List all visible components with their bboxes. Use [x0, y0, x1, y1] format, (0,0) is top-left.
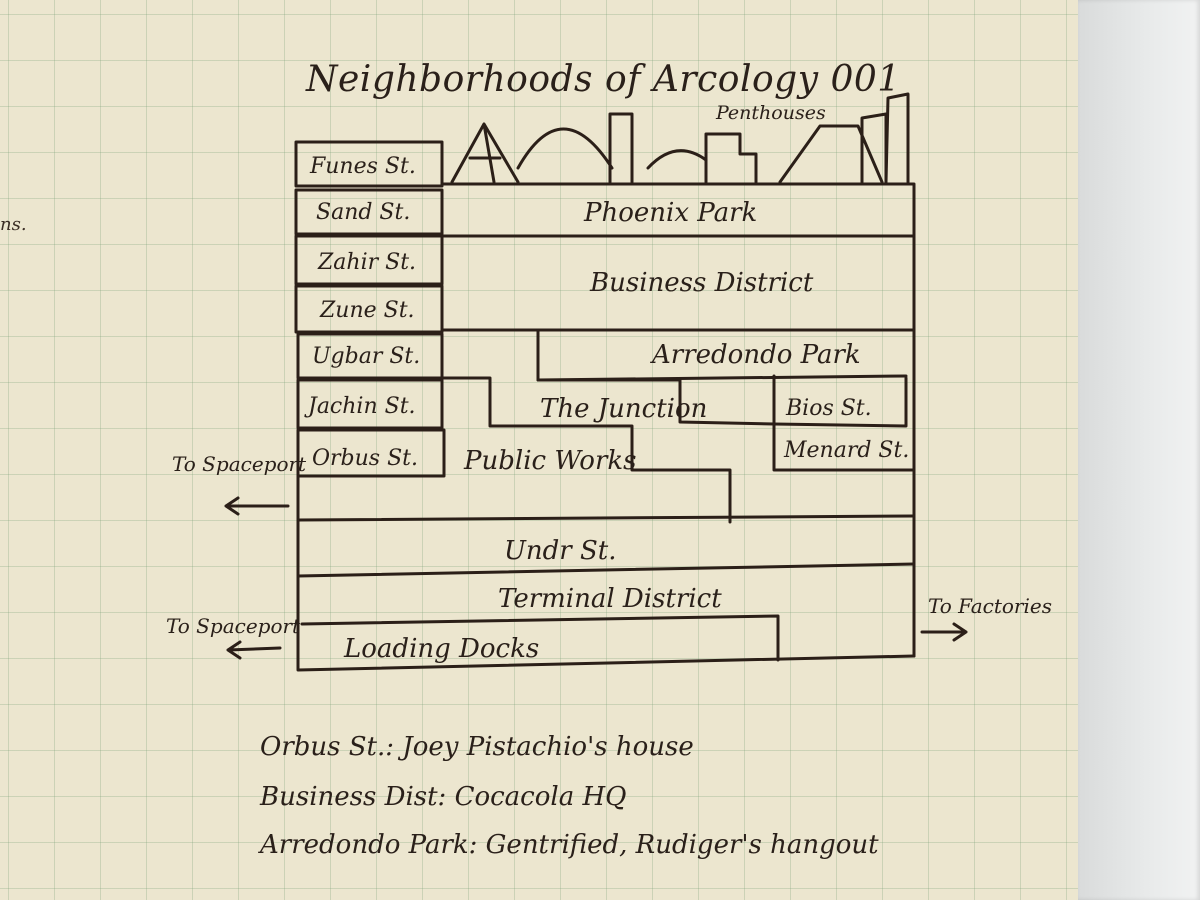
main-block-outline — [296, 182, 916, 672]
street-column — [294, 140, 446, 478]
district-public-works: Public Works — [464, 446, 637, 476]
district-terminal: Terminal District — [498, 584, 722, 614]
arrow-to-spaceport-lower — [226, 640, 282, 660]
penthouses-label: Penthouses — [716, 102, 826, 124]
label-to-spaceport-lower: To Spaceport — [166, 614, 301, 638]
map-title: Neighborhoods of Arcology 001 — [306, 59, 901, 100]
street-label-ugbar: Ugbar St. — [312, 344, 421, 369]
street-label-orbus: Orbus St. — [312, 446, 418, 471]
district-business: Business District — [590, 268, 814, 298]
district-the-junction: The Junction — [540, 394, 708, 424]
district-borders — [300, 328, 916, 662]
district-bios-st: Bios St. — [786, 396, 872, 421]
district-menard-st: Menard St. — [784, 438, 910, 463]
street-label-zune: Zune St. — [320, 298, 415, 323]
district-phoenix-park: Phoenix Park — [584, 198, 758, 228]
street-label-jachin: Jachin St. — [308, 394, 416, 419]
desk-background — [1078, 0, 1200, 900]
margin-fragment: ns. — [0, 214, 27, 235]
street-label-funes: Funes St. — [310, 154, 416, 179]
district-undr-st: Undr St. — [504, 536, 617, 566]
street-label-sand: Sand St. — [316, 200, 411, 225]
arrow-to-factories — [920, 622, 968, 642]
district-loading-docks: Loading Docks — [344, 634, 540, 664]
district-arredondo-park: Arredondo Park — [652, 340, 861, 370]
street-label-zahir: Zahir St. — [318, 250, 417, 275]
note-business: Business Dist: Cocacola HQ — [260, 782, 627, 812]
note-orbus: Orbus St.: Joey Pistachio's house — [260, 732, 694, 762]
label-to-spaceport-upper: To Spaceport — [172, 452, 307, 476]
label-to-factories: To Factories — [928, 594, 1052, 618]
arrow-to-spaceport-upper — [224, 496, 290, 516]
penthouse-skyline — [450, 92, 910, 184]
note-arredondo: Arredondo Park: Gentrified, Rudiger's ha… — [260, 830, 879, 860]
